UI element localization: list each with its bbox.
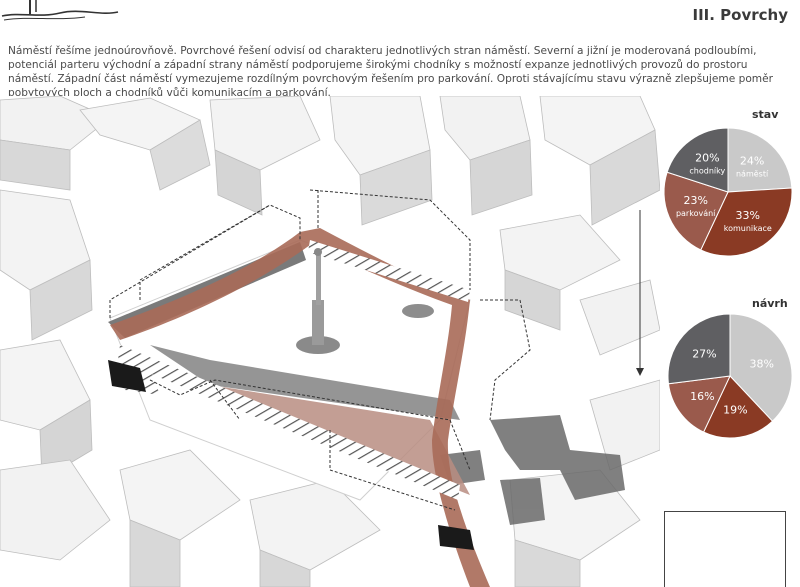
pie-value-stav-1: 33% [736, 209, 760, 222]
square-axonometric-map [0, 96, 660, 587]
sidewalk-band-south [150, 345, 460, 420]
pie-value-návrh-2: 16% [690, 390, 714, 403]
pie-slice-návrh-2 [667, 375, 731, 433]
sidewalk-shapes-east [440, 415, 625, 525]
leader-arrow [636, 368, 644, 376]
pie-label-stav-0: náměstí [736, 169, 769, 178]
pie-value-stav-2: 23% [683, 194, 707, 207]
pie-title-navrh: návrh [752, 297, 788, 310]
pie-value-stav-3: 20% [695, 152, 719, 165]
corner-block-west [108, 360, 146, 392]
pie-slice-stav-2 [663, 171, 729, 251]
marian-column [296, 248, 340, 354]
fountain [402, 304, 434, 318]
corner-block-south [438, 525, 474, 550]
page-title: III. Povrchy [692, 6, 789, 24]
surrounding-buildings [0, 96, 660, 587]
pie-slice-návrh-3 [667, 313, 731, 385]
pie-chart-navrh: 38% 19% 16% 27% [667, 313, 793, 439]
pie-value-stav-0: 24% [740, 154, 764, 167]
pie-value-návrh-1: 19% [723, 404, 747, 417]
pie-slice-stav-0 [727, 127, 793, 193]
pie-value-návrh-0: 38% [749, 357, 773, 370]
pie-title-stav: stav [752, 108, 779, 121]
pie-label-stav-2: parkování [676, 209, 716, 218]
pie-slice-stav-1 [700, 187, 793, 257]
empty-frame [664, 511, 786, 587]
intro-paragraph: Náměstí řešíme jednoúrovňově. Povrchové … [8, 45, 773, 99]
pie-chart-stav: 24% náměstí 33% komunikace 23% parkování 20% ch… [663, 127, 793, 257]
pie-slice-návrh-0 [729, 313, 793, 422]
pie-label-stav-1: komunikace [724, 224, 772, 233]
pie-slice-návrh-1 [702, 375, 774, 439]
arcade-north-hatch [308, 240, 470, 302]
scribble-decoration [1, 0, 119, 21]
pie-label-stav-3: chodníky [689, 167, 725, 176]
pie-value-návrh-3: 27% [692, 347, 716, 360]
pie-slice-stav-3 [666, 127, 729, 193]
dashed-outlines [109, 189, 531, 511]
arcade-south-hatch [118, 345, 460, 500]
